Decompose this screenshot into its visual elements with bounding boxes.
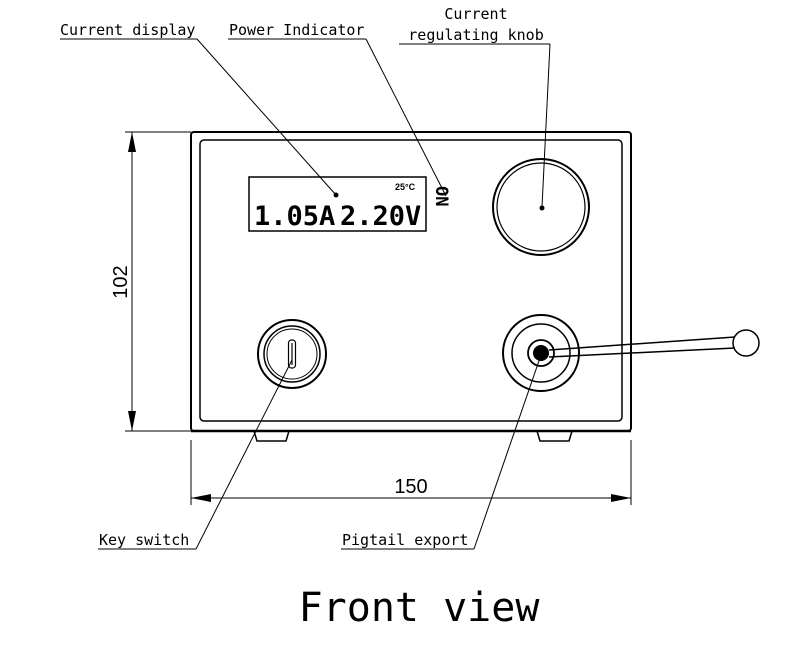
display-temperature-value: 25°C bbox=[395, 182, 416, 192]
width-dimension-value: 150 bbox=[394, 476, 427, 498]
current-display: 1.05A 2.20V 25°C bbox=[248, 176, 427, 232]
power-indicator-text: ON bbox=[431, 186, 451, 206]
label-current-display: Current display bbox=[60, 21, 195, 39]
height-dimension-value: 102 bbox=[110, 265, 132, 298]
label-key-switch: Key switch bbox=[99, 531, 189, 549]
width-dimension: 150 bbox=[190, 440, 632, 505]
display-current-value: 1.05A bbox=[254, 201, 335, 232]
height-dimension: 102 bbox=[110, 131, 191, 432]
leader-lines bbox=[60, 38, 551, 550]
label-power-indicator: Power Indicator bbox=[229, 21, 364, 39]
label-pigtail-export: Pigtail export bbox=[342, 531, 468, 549]
label-knob-line1: Current bbox=[444, 5, 507, 23]
key-switch bbox=[257, 319, 327, 389]
enclosure-feet bbox=[253, 430, 573, 442]
page-title: Front view bbox=[299, 585, 541, 631]
enclosure bbox=[190, 131, 632, 433]
display-voltage-value: 2.20V bbox=[340, 201, 421, 232]
label-knob-line2: regulating knob bbox=[408, 26, 543, 44]
current-regulating-knob bbox=[492, 158, 590, 256]
pigtail-export bbox=[502, 314, 760, 392]
power-indicator: ON bbox=[431, 186, 451, 206]
